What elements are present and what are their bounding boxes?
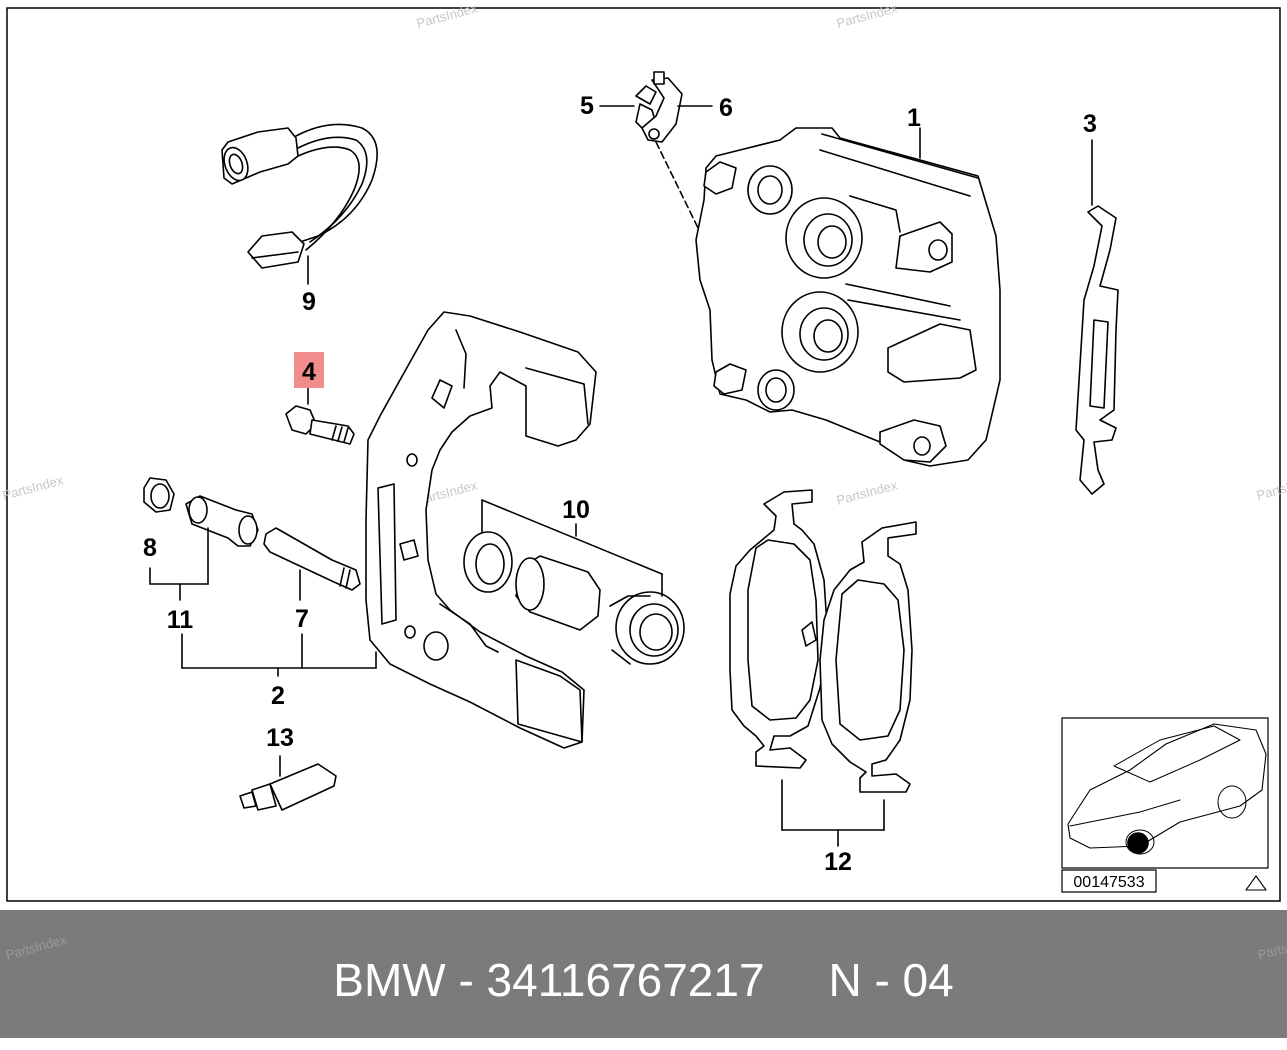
vehicle-location-inset xyxy=(1061,717,1269,893)
bleed-screw-part xyxy=(599,71,713,233)
diagram-frame xyxy=(6,7,1281,902)
callout-2[interactable]: 2 xyxy=(271,682,285,710)
callout-3[interactable]: 3 xyxy=(1083,110,1097,138)
guide-pin-set-part xyxy=(143,477,377,677)
diagram-canvas: PartsIndex PartsIndex PartsIndex PartsIn… xyxy=(1,0,1287,902)
callout-labels: 1 2 3 4 5 6 7 8 9 10 11 12 13 00147533 xyxy=(143,92,1145,891)
piston-seal-kit-part xyxy=(463,499,685,665)
callout-9[interactable]: 9 xyxy=(302,288,316,316)
bolt-part xyxy=(285,383,355,445)
carrier-bracket-part xyxy=(365,311,597,749)
spring-clip-part xyxy=(1075,139,1119,495)
callout-6[interactable]: 6 xyxy=(719,94,733,122)
callout-5[interactable]: 5 xyxy=(580,92,594,120)
caliper-housing-part xyxy=(695,127,1001,467)
part-number-title: BMW - 34116767217 N - 04 xyxy=(333,954,954,1006)
callout-12[interactable]: 12 xyxy=(824,848,852,876)
callout-1[interactable]: 1 xyxy=(907,104,921,132)
drawing-number: 00147533 xyxy=(1073,874,1144,891)
watermark: PartsIndex xyxy=(1,472,65,503)
watermark: PartsIndex xyxy=(835,0,899,31)
callout-4-highlight xyxy=(294,352,324,388)
callout-4[interactable]: 4 xyxy=(302,358,316,386)
callout-10[interactable]: 10 xyxy=(562,496,590,524)
part-footer-bar: BMW - 34116767217 N - 04 PartsIndex Part… xyxy=(0,910,1287,1038)
callout-13[interactable]: 13 xyxy=(266,724,294,752)
watermark: PartsIndex xyxy=(415,0,479,31)
watermark: PartsIndex xyxy=(835,477,899,508)
brake-pads-part xyxy=(729,489,917,847)
callout-11[interactable]: 11 xyxy=(167,606,194,634)
watermark: PartsIndex xyxy=(1255,472,1287,503)
callout-8[interactable]: 8 xyxy=(143,534,157,562)
grease-tube-part xyxy=(239,755,337,811)
parts-diagram: PartsIndex PartsIndex PartsIndex PartsIn… xyxy=(1,0,1287,902)
callout-7[interactable]: 7 xyxy=(295,605,309,633)
wear-sensor-part xyxy=(221,123,378,285)
